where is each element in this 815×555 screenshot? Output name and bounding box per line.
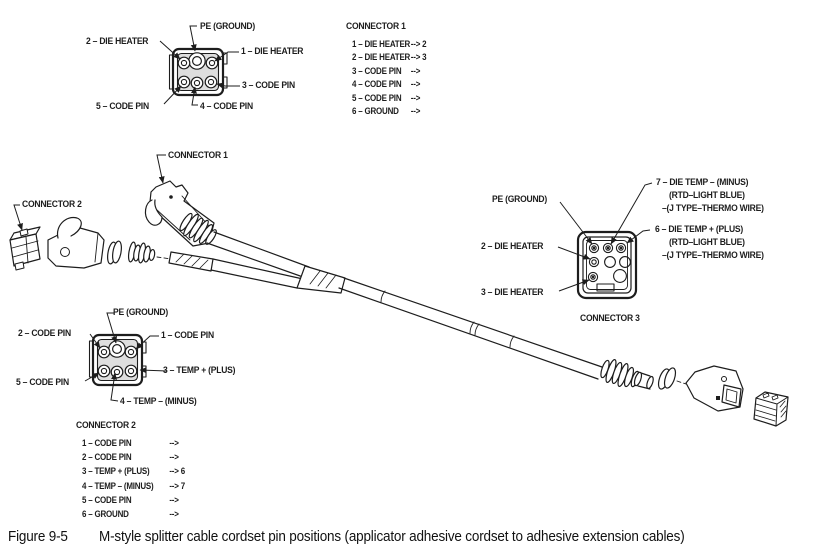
pin-label: 1 – CODE PIN: [82, 438, 132, 449]
pin-label: 3 – TEMP + (PLUS): [82, 466, 150, 478]
pin-mapping: -->: [410, 65, 421, 77]
bottom-pin4-label: 4 – TEMP – (MINUS): [120, 396, 197, 407]
right-pin7-label-line1: 7 – DIE TEMP – (MINUS): [656, 177, 749, 188]
pin-map-row: 2 – CODE PIN -->: [82, 451, 185, 465]
connector2-shell: [47, 216, 105, 269]
top-pe-label: PE (GROUND): [200, 21, 256, 32]
connector3-pinout-face: [576, 230, 638, 300]
pin-map-row: 4 – TEMP – (MINUS) --> 7: [82, 480, 185, 494]
pin-label: 4 – TEMP – (MINUS): [82, 480, 154, 492]
pin-map-row: 1 – CODE PIN -->: [82, 437, 185, 451]
connector3-pinout-leaders: [557, 182, 653, 292]
pin-label: 4 – CODE PIN: [352, 79, 402, 91]
taped-cable-segment: [168, 251, 214, 272]
connector3-plug-block: [753, 391, 789, 427]
cable-assembly-drawing: [9, 180, 789, 427]
bottom-pin3-label: 3 – TEMP + (PLUS): [163, 365, 236, 376]
strain-relief-right: [600, 359, 687, 390]
pin-map-row: 5 – CODE PIN -->: [82, 494, 185, 508]
main-cable: [338, 277, 603, 380]
right-pin6-label-line2: (RTD–LIGHT BLUE): [669, 237, 745, 248]
pin-mapping: --> 6: [169, 466, 185, 478]
pin-map-row: 2 – DIE HEATER--> 3: [352, 51, 427, 64]
connector2-plug-body: [9, 226, 41, 271]
pin-label: 2 – CODE PIN: [82, 452, 132, 464]
pin-mapping: --> 2: [410, 39, 427, 50]
pin-mapping: -->: [169, 509, 179, 521]
pin-label: 6 – GROUND: [352, 106, 399, 118]
pin-label: 5 – CODE PIN: [352, 92, 402, 104]
connector2-pin-list: 1 – CODE PIN --> 2 – CODE PIN --> 3 – TEMP…: [82, 437, 185, 522]
pin-mapping: -->: [169, 438, 179, 449]
bottom-pe-label: PE (GROUND): [113, 307, 169, 318]
pin-map-row: 3 – CODE PIN -->: [352, 65, 426, 78]
callout-leaders: [13, 154, 166, 231]
pin-map-row: 1 – DIE HEATER--> 2: [352, 38, 427, 51]
connector1-pinout-leaders: [159, 25, 240, 106]
bottom-pin5-label: 5 – CODE PIN: [16, 377, 69, 388]
pin-map-row: 5 – CODE PIN -->: [352, 92, 426, 105]
connector1-boot-ribs: [179, 212, 217, 245]
figure-caption: M-style splitter cable cordset pin posit…: [99, 528, 685, 545]
right-pe-label: PE (GROUND): [492, 194, 548, 205]
connector2-pinout-face: [88, 333, 147, 387]
right-pin3-label: 3 – DIE HEATER: [481, 287, 544, 298]
connector2-callout: CONNECTOR 2: [22, 199, 82, 210]
pin-map-row: 4 – CODE PIN -->: [352, 78, 426, 91]
top-pin4-label: 4 – CODE PIN: [200, 101, 253, 112]
pin-label: 3 – CODE PIN: [352, 65, 402, 77]
connector1-pinout-face: [168, 47, 228, 97]
pin-mapping: -->: [410, 79, 421, 91]
right-pin7-label-line3: –(J TYPE–THERMO WIRE): [662, 203, 764, 214]
bottom-pin1-label: 1 – CODE PIN: [161, 330, 214, 341]
top-pin5-label: 5 – CODE PIN: [96, 101, 149, 112]
connector2-list-title: CONNECTOR 2: [76, 420, 136, 431]
pin-label: 2 – DIE HEATER: [352, 52, 411, 64]
pin-mapping: -->: [169, 452, 179, 464]
top-pin1-label: 1 – DIE HEATER: [241, 46, 304, 57]
top-pin3-label: 3 – CODE PIN: [242, 80, 295, 91]
connector1-pin-list: 1 – DIE HEATER--> 2 2 – DIE HEATER--> 3 …: [352, 38, 427, 118]
connector3-callout: CONNECTOR 3: [580, 313, 640, 324]
gasket-and-ribs-left: [107, 240, 172, 265]
pin-label: 6 – GROUND: [82, 509, 129, 521]
pin-map-row: 3 – TEMP + (PLUS) --> 6: [82, 465, 185, 479]
connector1-list-title: CONNECTOR 1: [346, 21, 406, 32]
splitter-branches: [206, 231, 346, 294]
connector1-callout: CONNECTOR 1: [168, 150, 228, 161]
pin-mapping: --> 7: [169, 480, 185, 492]
pin-mapping: -->: [410, 106, 421, 118]
pin-mapping: -->: [410, 92, 421, 104]
right-pin6-label-line3: –(J TYPE–THERMO WIRE): [662, 250, 764, 261]
connector2-pinout-leaders: [84, 312, 168, 402]
right-pin6-label-line1: 6 – DIE TEMP + (PLUS): [655, 224, 744, 235]
right-pin7-label-line2: (RTD–LIGHT BLUE): [669, 190, 745, 201]
top-pin2-label: 2 – DIE HEATER: [86, 36, 149, 47]
bottom-pin2-label: 2 – CODE PIN: [18, 328, 71, 339]
connector3-shell: [685, 365, 744, 412]
pin-mapping: --> 3: [410, 52, 427, 64]
pin-label: 5 – CODE PIN: [82, 494, 132, 506]
pin-map-row: 6 – GROUND -->: [82, 508, 185, 522]
pin-map-row: 6 – GROUND -->: [352, 105, 426, 118]
figure-number: Figure 9-5: [8, 528, 68, 545]
pin-label: 1 – DIE HEATER: [352, 39, 411, 50]
pin-mapping: -->: [169, 494, 179, 506]
right-pin2-label: 2 – DIE HEATER: [481, 241, 544, 252]
